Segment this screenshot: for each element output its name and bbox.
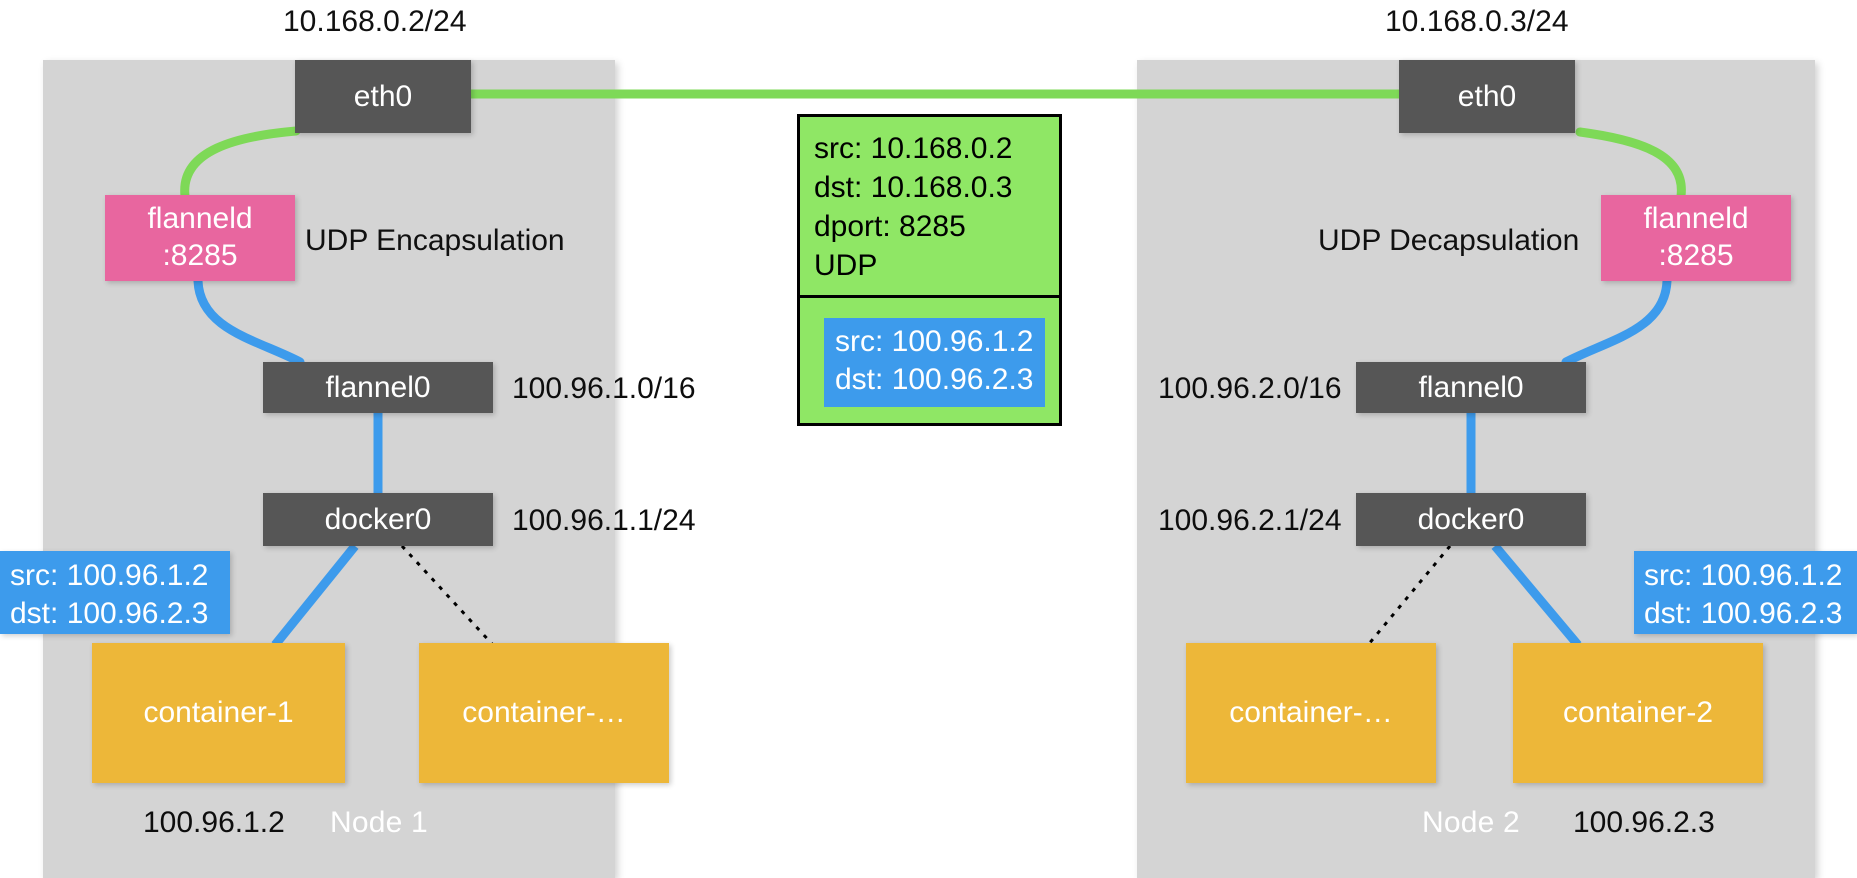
right-flannel0-cidr: 100.96.2.0/16 — [1158, 372, 1342, 405]
left-node-top-address: 10.168.0.2/24 — [283, 5, 467, 38]
right-inner-packet-dst: dst: 100.96.2.3 — [1644, 597, 1843, 631]
encapsulated-packet-box: src: 10.168.0.2 dst: 10.168.0.3 dport: 8… — [797, 114, 1062, 426]
right-container-secondary[interactable]: container-… — [1186, 643, 1436, 783]
left-docker0-cidr: 100.96.1.1/24 — [512, 504, 696, 537]
right-flanneld-name: flanneld — [1643, 202, 1749, 236]
left-flannel0-cidr: 100.96.1.0/16 — [512, 372, 696, 405]
right-container-2[interactable]: container-2 — [1513, 643, 1763, 783]
left-inner-packet-tag: src: 100.96.1.2 dst: 100.96.2.3 — [0, 551, 230, 634]
right-node-top-address: 10.168.0.3/24 — [1385, 5, 1569, 38]
right-flanneld-box[interactable]: flanneld :8285 — [1601, 195, 1791, 281]
right-inner-packet-src: src: 100.96.1.2 — [1644, 559, 1843, 592]
inner-ip-packet: src: 100.96.1.2 dst: 100.96.2.3 — [824, 318, 1045, 407]
left-container-1[interactable]: container-1 — [92, 643, 345, 783]
left-operation-caption: UDP Encapsulation — [305, 224, 565, 257]
left-inner-packet-src: src: 100.96.1.2 — [10, 559, 209, 592]
right-flannel0-box[interactable]: flannel0 — [1356, 362, 1586, 413]
right-docker0-cidr: 100.96.2.1/24 — [1158, 504, 1342, 537]
left-eth0-box[interactable]: eth0 — [295, 60, 471, 133]
left-docker0-box[interactable]: docker0 — [263, 493, 493, 546]
outer-header-dst: dst: 10.168.0.3 — [814, 171, 1013, 204]
left-flanneld-port: :8285 — [162, 239, 238, 272]
right-docker0-box[interactable]: docker0 — [1356, 493, 1586, 546]
packet-payload-area: src: 100.96.1.2 dst: 100.96.2.3 — [800, 298, 1059, 407]
outer-header-protocol: UDP — [814, 249, 878, 282]
outer-udp-header: src: 10.168.0.2 dst: 10.168.0.3 dport: 8… — [800, 117, 1059, 298]
left-node-name: Node 1 — [330, 806, 428, 839]
right-container-ip: 100.96.2.3 — [1573, 806, 1715, 839]
right-operation-caption: UDP Decapsulation — [1318, 224, 1580, 257]
right-flanneld-port: :8285 — [1658, 239, 1734, 272]
left-flannel0-box[interactable]: flannel0 — [263, 362, 493, 413]
left-container-ip: 100.96.1.2 — [143, 806, 285, 839]
left-container-secondary[interactable]: container-… — [419, 643, 669, 783]
outer-header-dport: dport: 8285 — [814, 210, 966, 243]
right-node-name: Node 2 — [1422, 806, 1520, 839]
inner-packet-src: src: 100.96.1.2 — [835, 325, 1034, 358]
outer-header-src: src: 10.168.0.2 — [814, 132, 1013, 165]
left-flanneld-box[interactable]: flanneld :8285 — [105, 195, 295, 281]
right-inner-packet-tag: src: 100.96.1.2 dst: 100.96.2.3 — [1634, 551, 1857, 634]
inner-packet-dst: dst: 100.96.2.3 — [835, 363, 1034, 397]
left-inner-packet-dst: dst: 100.96.2.3 — [10, 597, 209, 631]
left-flanneld-name: flanneld — [147, 202, 253, 236]
right-eth0-box[interactable]: eth0 — [1399, 60, 1575, 133]
